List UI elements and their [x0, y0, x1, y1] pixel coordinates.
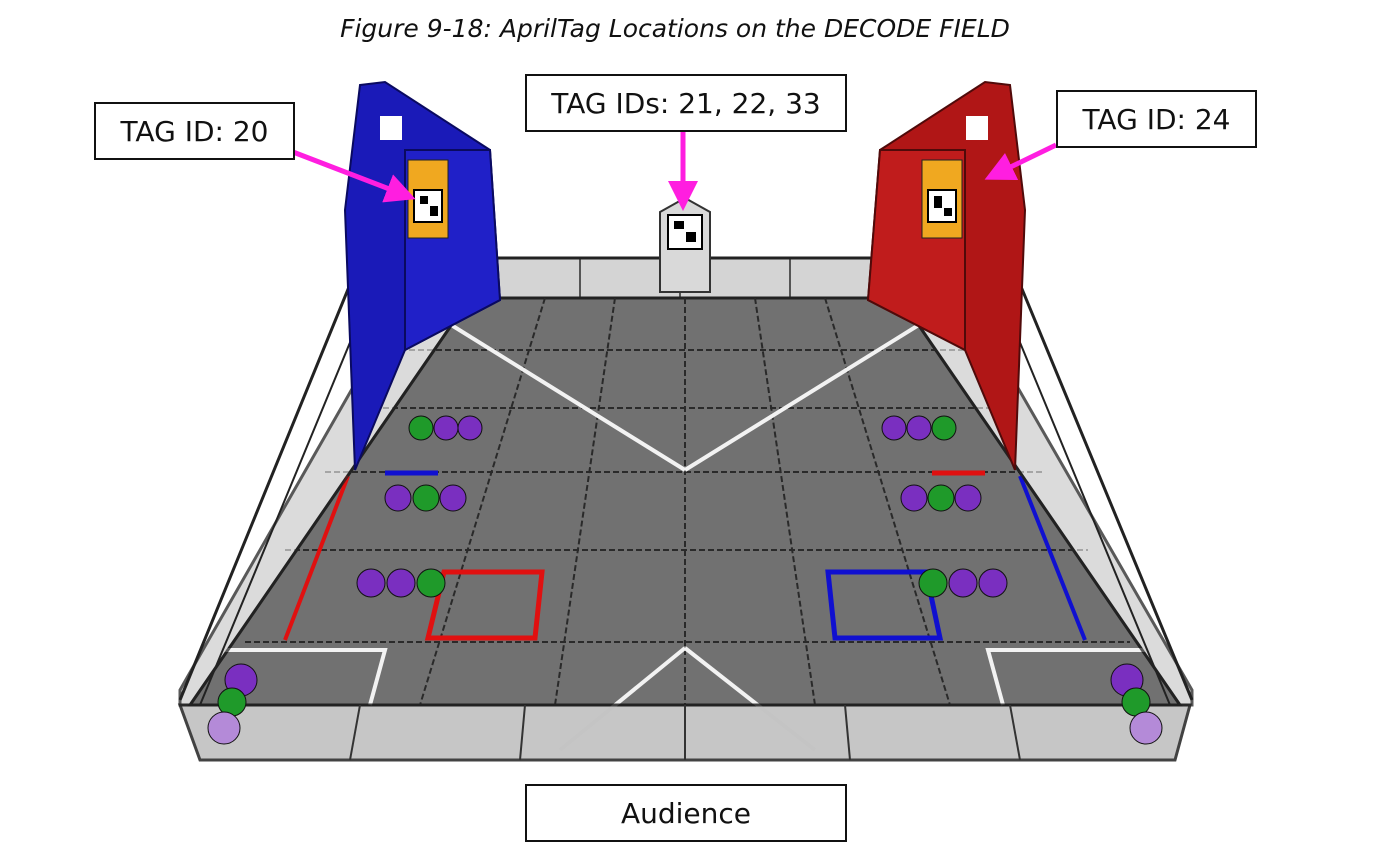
- apriltag-24-icon: [927, 189, 957, 223]
- first-logo-icon: [966, 116, 988, 140]
- artifacts: [207, 415, 1163, 745]
- tag-24-label: TAG ID: 24: [1056, 90, 1257, 148]
- tag-center-label: TAG IDs: 21, 22, 33: [525, 74, 847, 132]
- field-floor: [187, 296, 1183, 752]
- front-wall: [177, 703, 1192, 762]
- first-logo-icon: [380, 116, 402, 140]
- arrow-tag-24: [984, 142, 1058, 181]
- arrow-tag-20: [292, 149, 416, 203]
- audience-label: Audience: [525, 784, 847, 842]
- obelisk: [659, 196, 711, 293]
- figure-caption: Figure 9-18: AprilTag Locations on the D…: [340, 14, 1010, 43]
- tag-20-label: TAG ID: 20: [94, 102, 295, 160]
- callout-arrows: [292, 132, 1058, 211]
- apriltag-center-icon: [667, 214, 703, 250]
